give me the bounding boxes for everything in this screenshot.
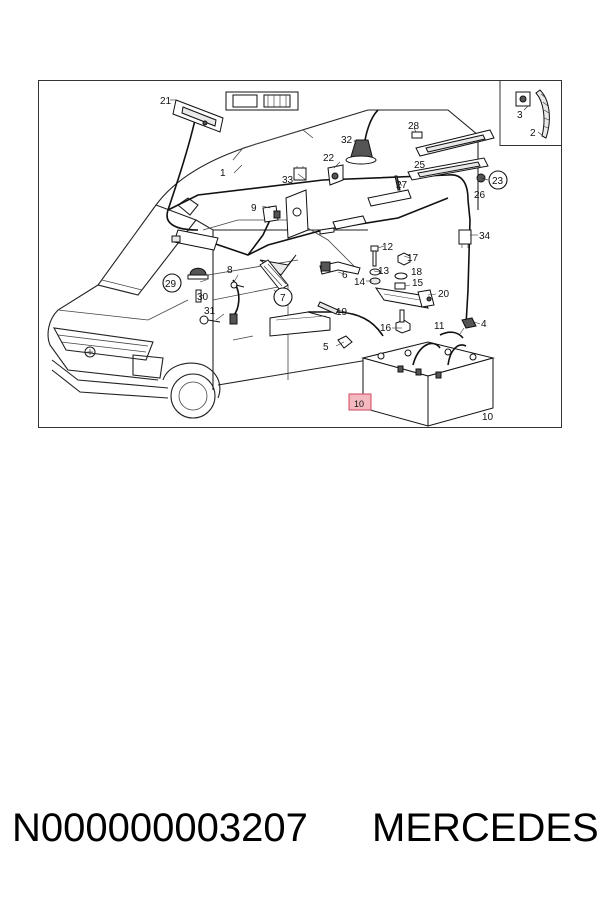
label-33: 33: [282, 175, 294, 186]
label-13: 13: [378, 266, 390, 277]
part-30-plug: [195, 289, 202, 303]
part-bracket: [285, 189, 309, 239]
label-30: 30: [197, 292, 209, 303]
label-18: 18: [411, 267, 423, 278]
part-22-connector: [327, 164, 344, 186]
part-31-screw: [199, 315, 221, 325]
part-6-bracket: [319, 261, 361, 275]
label-2: 2: [530, 128, 536, 139]
label-11: 11: [434, 321, 445, 332]
part-21-interior-light: [172, 99, 224, 133]
label-8: 8: [227, 265, 233, 276]
lamp-icon-inset: [225, 91, 299, 111]
part-12-bolt: [370, 245, 379, 267]
part-number: N000000003207: [12, 806, 308, 850]
part-15-nut: [394, 282, 406, 290]
label-4: 4: [481, 319, 487, 330]
part-34-relay: [458, 229, 472, 248]
label-1: 1: [220, 168, 226, 179]
part-32-antenna: [345, 109, 379, 165]
brand-name: MERCEDES: [372, 806, 599, 850]
inset-box: [499, 80, 562, 146]
label-21: 21: [160, 96, 172, 107]
part-33-relay: [293, 166, 307, 181]
label-3: 3: [517, 110, 523, 121]
part-10-battery: [361, 341, 495, 427]
part-16-bolt: [395, 309, 411, 334]
label-31: 31: [204, 306, 216, 317]
label-10-highlighted: 10: [354, 399, 364, 409]
part-battery-holddown: [374, 287, 430, 309]
label-29: 29: [165, 279, 177, 290]
part-11-cable: [439, 331, 464, 339]
part-29-beacon: [187, 267, 209, 280]
wire-harness: [166, 119, 471, 337]
part-4-terminal: [461, 317, 477, 329]
label-10: 10: [482, 412, 494, 423]
van-outline: [47, 109, 479, 419]
label-7: 7: [280, 293, 286, 304]
part-25-light-strip: [407, 157, 489, 181]
label-9: 9: [251, 203, 257, 214]
part-side-lamp: [319, 215, 367, 235]
part-light-strip-upper: [415, 129, 495, 157]
label-28: 28: [408, 121, 420, 132]
part-27-marker-lamp: [367, 175, 412, 207]
callout-labels: 21 1 33 22 32 28 25 27 23 26 34 3 2 9 8 …: [160, 96, 536, 423]
label-14: 14: [354, 277, 366, 288]
part-28-plate: [411, 131, 423, 139]
label-34: 34: [479, 231, 491, 242]
part-lower-lamp: [171, 229, 219, 251]
part-connector: [229, 313, 238, 325]
label-23: 23: [492, 176, 504, 187]
label-27: 27: [396, 180, 408, 191]
part-battery-tray: [269, 311, 331, 337]
parts-diagram: 21 1 33 22 32 28 25 27 23 26 34 3 2 9 8 …: [38, 80, 562, 428]
part-7-tray: [259, 254, 297, 291]
label-22: 22: [323, 153, 335, 164]
part-20-bracket: [417, 289, 435, 308]
label-32: 32: [341, 135, 353, 146]
label-15: 15: [412, 278, 424, 289]
label-25: 25: [414, 160, 426, 171]
label-17: 17: [407, 253, 419, 264]
part-18-washer: [394, 272, 408, 280]
callout-circle-29: [162, 273, 182, 293]
label-12: 12: [382, 242, 394, 253]
label-16: 16: [380, 323, 392, 334]
callout-circle-7: [273, 287, 293, 307]
part-3-clip: [515, 91, 531, 107]
part-5-clip: [337, 335, 353, 349]
label-20: 20: [438, 289, 450, 300]
part-2-cable-tie: [535, 89, 550, 139]
part-17-nut: [397, 252, 411, 266]
part-19-pin: [317, 301, 339, 315]
part-9-switch: [262, 205, 281, 223]
label-5: 5: [323, 342, 329, 353]
highlight-box-10: [348, 393, 372, 411]
label-6: 6: [342, 270, 348, 281]
label-26: 26: [474, 190, 486, 201]
label-19: 19: [336, 307, 348, 318]
callout-circle-23: [488, 170, 508, 190]
footer: N000000003207 MERCEDES: [0, 806, 600, 866]
